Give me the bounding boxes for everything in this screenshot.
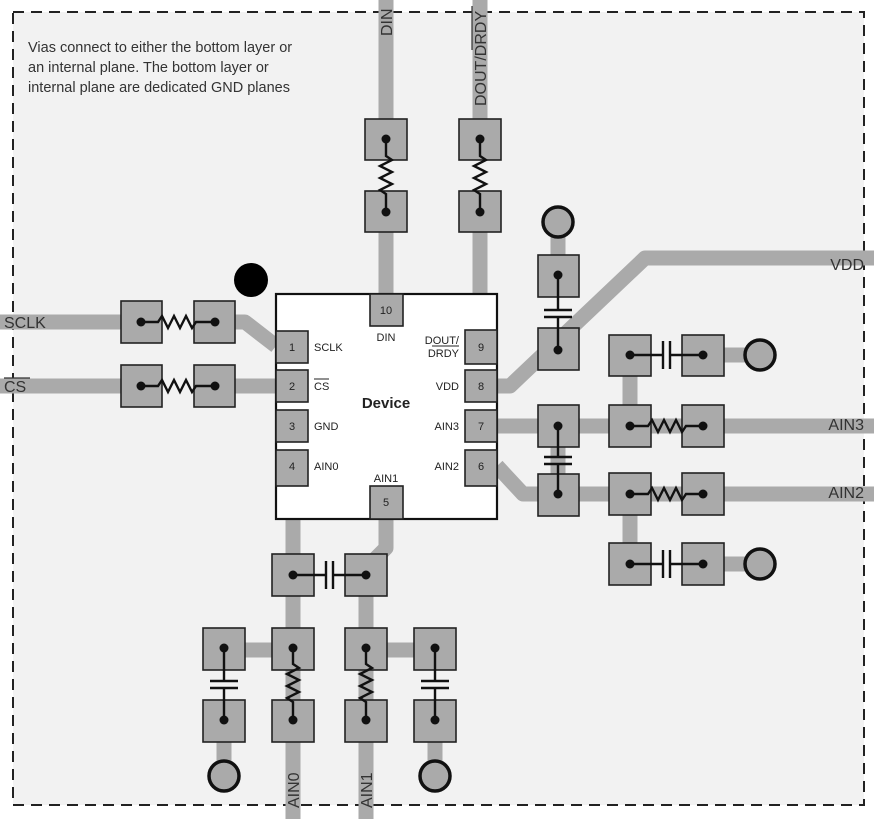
pin-1-pad: [275, 330, 309, 364]
capacitor-vdd: [537, 254, 580, 371]
capacitor-ain0-ain1: [271, 553, 388, 597]
note-line-1: Vias connect to either the bottom layer …: [28, 40, 292, 56]
resistor-din: [364, 118, 408, 233]
pin-9-pad: [464, 329, 498, 365]
device-body: [274, 292, 499, 521]
pin-8-name: VDD: [436, 381, 459, 393]
net-label-ain3: AIN3: [828, 417, 864, 434]
pin-7-pad: [464, 409, 498, 443]
resistor-cs: [120, 364, 236, 408]
resistor-ain1: [344, 627, 388, 743]
net-label-dout: DOUT/DRDY: [473, 11, 490, 106]
pin-5-pad: [369, 485, 404, 520]
pin-2-number: 2: [289, 381, 295, 393]
pin-6-name: AIN2: [435, 461, 459, 473]
pin-9-name-line2: DRDY: [428, 348, 460, 360]
capacitor-ain3-gnd: [608, 334, 725, 377]
pin-2-pad: [275, 369, 309, 403]
pin-3-number: 3: [289, 421, 295, 433]
capacitor-ain3-ain2: [537, 404, 580, 517]
pin-10-number: 10: [380, 305, 392, 317]
pin-1-name: SCLK: [314, 342, 343, 354]
resistor-ain0: [271, 627, 315, 743]
device-label: Device: [362, 395, 410, 412]
pin-5-name: AIN1: [374, 473, 398, 485]
pin-6-pad: [464, 449, 498, 487]
resistor-sclk: [120, 300, 236, 344]
pin-2-name: CS: [314, 381, 329, 393]
net-label-ain0: AIN0: [286, 772, 303, 808]
pin-3-name: GND: [314, 421, 339, 433]
note-line-2: an internal plane. The bottom layer or: [28, 60, 269, 76]
pin-3-pad: [275, 409, 309, 443]
layout-note: Vias connect to either the bottom layer …: [28, 40, 292, 96]
via-ain2-cap: [743, 547, 777, 581]
net-label-vdd: VDD: [830, 257, 864, 274]
pin-10-pad: [369, 293, 404, 327]
pin1-marker: [234, 263, 268, 297]
device-package: Device 1 2 3 4 5 6 7 8 9 10 SCLK CS GND …: [274, 292, 499, 521]
resistor-dout: [458, 118, 502, 233]
net-labels: SCLK CS DIN DOUT/DRDY VDD AIN3 AIN2 AIN0…: [4, 6, 864, 808]
net-label-ain1: AIN1: [359, 772, 376, 808]
via-ain1-cap: [418, 759, 452, 793]
pin-4-number: 4: [289, 461, 295, 473]
pin-6-number: 6: [478, 461, 484, 473]
vias: [207, 205, 777, 793]
pin-9-number: 9: [478, 342, 484, 354]
resistor-ain3: [608, 404, 725, 448]
pin-9-name-line1: DOUT/: [425, 335, 460, 347]
pin-7-name: AIN3: [435, 421, 459, 433]
pin-8-number: 8: [478, 381, 484, 393]
pin-4-name: AIN0: [314, 461, 338, 473]
pin-5-number: 5: [383, 497, 389, 509]
via-ain0-cap: [207, 759, 241, 793]
via-vdd-cap: [541, 205, 575, 239]
pin-4-pad: [275, 449, 309, 487]
note-line-3: internal plane are dedicated GND planes: [28, 80, 290, 96]
resistor-ain2: [608, 472, 725, 516]
pin-7-number: 7: [478, 421, 484, 433]
net-label-ain2: AIN2: [828, 485, 864, 502]
pin-1-number: 1: [289, 342, 295, 354]
pin-8-pad: [464, 369, 498, 403]
via-ain3-cap: [743, 338, 777, 372]
capacitor-ain1-gnd: [413, 627, 457, 743]
capacitor-ain0-gnd: [202, 627, 246, 743]
net-label-din: DIN: [379, 8, 396, 36]
pin-10-name: DIN: [377, 332, 396, 344]
capacitor-ain2-gnd: [608, 542, 725, 586]
net-label-sclk: SCLK: [4, 315, 46, 332]
net-label-cs: CS: [4, 379, 26, 396]
